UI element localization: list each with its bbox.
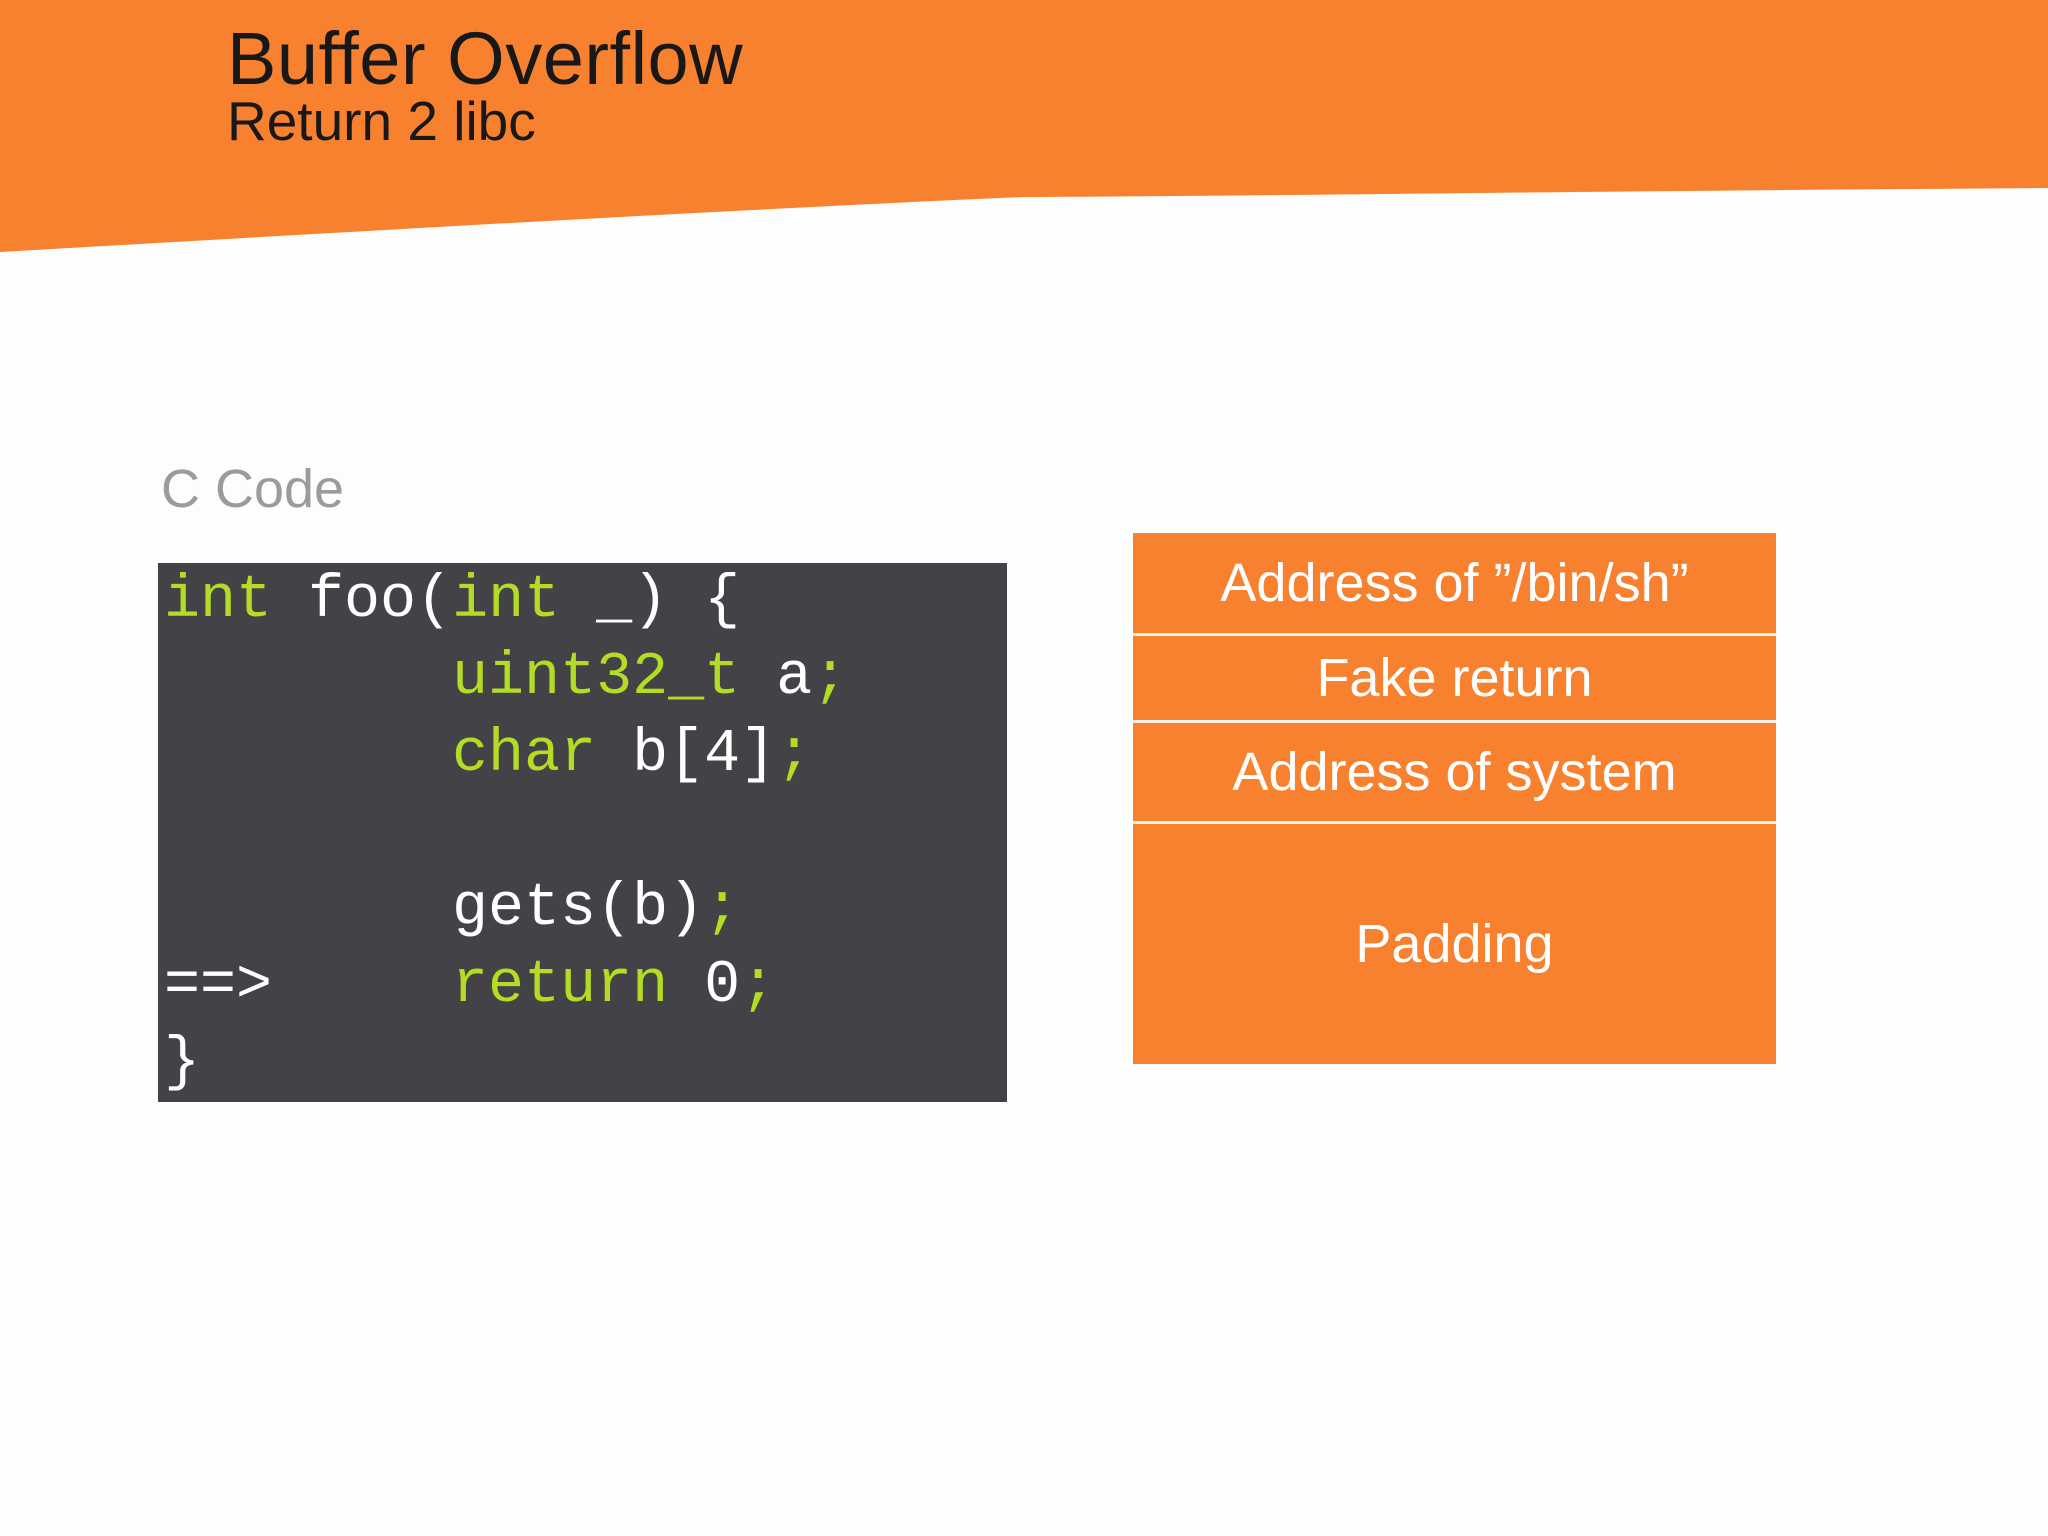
code-block: int foo(int _) { uint32_t a; char b[4]; …	[158, 563, 1007, 1102]
code-line: uint32_t a;	[164, 640, 1007, 717]
code-keyword-token: int	[452, 567, 561, 635]
slide-title: Buffer Overflow	[227, 17, 744, 100]
code-token: a	[740, 644, 813, 712]
code-line: gets(b);	[164, 871, 1007, 948]
stack-cell-label: Address of system	[1232, 742, 1677, 802]
code-token	[164, 644, 452, 712]
code-line: }	[164, 1025, 1007, 1102]
code-keyword-token: char	[452, 721, 597, 789]
code-token: gets(b)	[164, 875, 705, 943]
code-keyword-token: int	[164, 567, 273, 635]
stack-cell-label: Padding	[1355, 914, 1554, 974]
stack-cell: Address of ”/bin/sh”	[1133, 533, 1776, 633]
code-keyword-token: ;	[740, 952, 777, 1020]
code-line	[164, 794, 1007, 871]
code-line: ==> return 0;	[164, 948, 1007, 1025]
code-keyword-token: ;	[776, 721, 813, 789]
stack-cell: Padding	[1133, 821, 1776, 1064]
code-keyword-token: return	[452, 952, 669, 1020]
code-keyword-token: ;	[704, 875, 741, 943]
code-keyword-token: uint32_t	[452, 644, 741, 712]
code-token: b[4]	[596, 721, 777, 789]
stack-cell: Fake return	[1133, 633, 1776, 720]
code-token: foo(	[272, 567, 453, 635]
code-line: char b[4];	[164, 717, 1007, 794]
slide-subtitle: Return 2 libc	[227, 90, 536, 152]
code-token	[164, 721, 452, 789]
code-line: int foo(int _) {	[164, 563, 1007, 640]
code-token: _) {	[560, 567, 741, 635]
code-token: 0	[668, 952, 741, 1020]
section-label-c-code: C Code	[161, 459, 345, 519]
code-token: }	[164, 1029, 201, 1097]
stack-cell-label: Address of ”/bin/sh”	[1220, 553, 1689, 613]
stack-cell-label: Fake return	[1316, 648, 1593, 708]
header-wave-shape	[0, 0, 2048, 252]
code-keyword-token: ;	[812, 644, 849, 712]
stack-cell: Address of system	[1133, 720, 1776, 821]
code-token: ==>	[164, 952, 453, 1020]
